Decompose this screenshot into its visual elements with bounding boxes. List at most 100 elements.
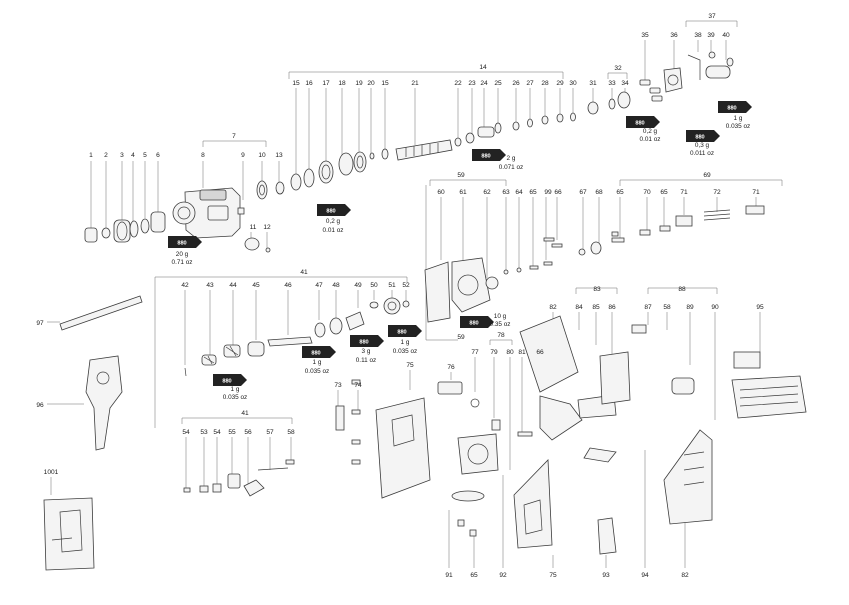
callout-label: 20 [367, 80, 375, 87]
callout-label: 54 [182, 429, 190, 436]
callout-label: 46 [284, 282, 292, 289]
callout-label: 71 [680, 189, 688, 196]
lubricant-tags: 880 880 880 880 880 880 880 880 [168, 101, 752, 386]
svg-text:880: 880 [469, 321, 478, 327]
callout-label: 53 [200, 429, 208, 436]
callout-label: 37 [708, 13, 716, 20]
depth-stop-parts [687, 51, 734, 80]
quantity-note-line2: 0.071 oz [499, 164, 524, 171]
svg-text:880: 880 [397, 330, 406, 336]
callout-label: 45 [252, 282, 260, 289]
callout-label: 19 [355, 80, 363, 87]
callout-label: 8 [201, 152, 205, 159]
callout-label: 36 [670, 32, 678, 39]
callout-label: 74 [354, 382, 362, 389]
callout-label: 75 [406, 362, 414, 369]
callout-label: 86 [608, 304, 616, 311]
svg-text:880: 880 [326, 209, 335, 215]
callout-label: 67 [579, 189, 587, 196]
callout-label: 94 [641, 572, 649, 579]
callout-label: 69 [703, 172, 711, 179]
side-handle-and-accessories [43, 295, 143, 571]
callout-label: 29 [556, 80, 564, 87]
callout-label: 16 [305, 80, 313, 87]
callout-label: 40 [722, 32, 730, 39]
callout-label: 58 [287, 429, 295, 436]
lubricant-tag: 880 [472, 149, 506, 161]
callout-label: 15 [381, 80, 389, 87]
callout-label: 78 [497, 332, 505, 339]
callout-label: 92 [499, 572, 507, 579]
motor-housing-parts [335, 315, 647, 555]
lubricant-tag: 880 [168, 236, 202, 248]
callout-label: 44 [229, 282, 237, 289]
callout-label: 75 [549, 572, 557, 579]
callout-label: 11 [250, 224, 257, 231]
quantity-note-line1: 1 g [231, 386, 240, 393]
callout-label: 14 [479, 64, 487, 71]
callout-label: 9 [241, 152, 245, 159]
callout-label: 62 [483, 189, 491, 196]
svg-text:880: 880 [727, 106, 736, 112]
quantity-note-line2: 0.11 oz [356, 357, 377, 364]
callout-label: 65 [470, 572, 478, 579]
quantity-note-line1: 1 g [313, 359, 322, 366]
svg-text:880: 880 [359, 340, 368, 346]
quantity-note-line1: 0,3 g [695, 142, 710, 149]
callout-label: 12 [263, 224, 271, 231]
quantity-note-line1: 3 g [362, 348, 371, 355]
quantity-note-line1: 2 g [507, 155, 516, 162]
callout-label: 79 [490, 349, 498, 356]
callout-label: 54 [213, 429, 221, 436]
quantity-note-line2: 0.035 oz [726, 123, 751, 130]
callout-label: 59 [457, 172, 465, 179]
callout-label: 4 [131, 152, 135, 159]
callout-label: 28 [541, 80, 549, 87]
callout-label: 99 [544, 189, 552, 196]
svg-text:880: 880 [311, 351, 320, 357]
svg-text:880: 880 [481, 154, 490, 160]
callout-label: 82 [681, 572, 689, 579]
lubricant-tag: 880 [302, 346, 336, 358]
callout-label: 31 [589, 80, 597, 87]
callout-label: 84 [575, 304, 583, 311]
callout-label: 56 [244, 429, 252, 436]
callout-label: 77 [471, 349, 479, 356]
callout-label: 17 [322, 80, 330, 87]
callout-label: 6 [156, 152, 160, 159]
hammer-mechanism-parts [275, 67, 683, 195]
handle-housing-and-battery [663, 351, 807, 525]
callout-label: 52 [402, 282, 410, 289]
quantity-note-line2: 0.01 oz [323, 227, 344, 234]
callout-label: 96 [36, 402, 44, 409]
callout-label: 85 [592, 304, 600, 311]
callout-label: 35 [641, 32, 649, 39]
callout-label: 1001 [44, 469, 59, 476]
callout-label: 64 [515, 189, 523, 196]
callout-label: 97 [36, 320, 44, 327]
quantity-note-line2: 0.035 oz [305, 368, 330, 375]
callout-label: 57 [266, 429, 274, 436]
transmission-housing-parts [424, 205, 765, 323]
callout-label: 58 [663, 304, 671, 311]
callout-label: 93 [602, 572, 610, 579]
callout-label: 41 [241, 410, 249, 417]
callout-label: 65 [616, 189, 624, 196]
callout-label: 32 [614, 65, 622, 72]
callout-label: 1 [89, 152, 93, 159]
svg-text:880: 880 [222, 379, 231, 385]
callout-label: 65 [529, 189, 537, 196]
callout-label: 5 [143, 152, 147, 159]
callout-label: 23 [468, 80, 476, 87]
gear-housing-assembly [172, 180, 271, 253]
callout-label: 41 [300, 269, 308, 276]
callout-label: 10 [258, 152, 266, 159]
callout-label: 26 [512, 80, 520, 87]
callout-label: 21 [411, 80, 419, 87]
callout-label: 2 [104, 152, 108, 159]
callout-label: 51 [388, 282, 396, 289]
callout-label: 43 [206, 282, 214, 289]
callout-label: 60 [437, 189, 445, 196]
callout-label: 3 [120, 152, 124, 159]
